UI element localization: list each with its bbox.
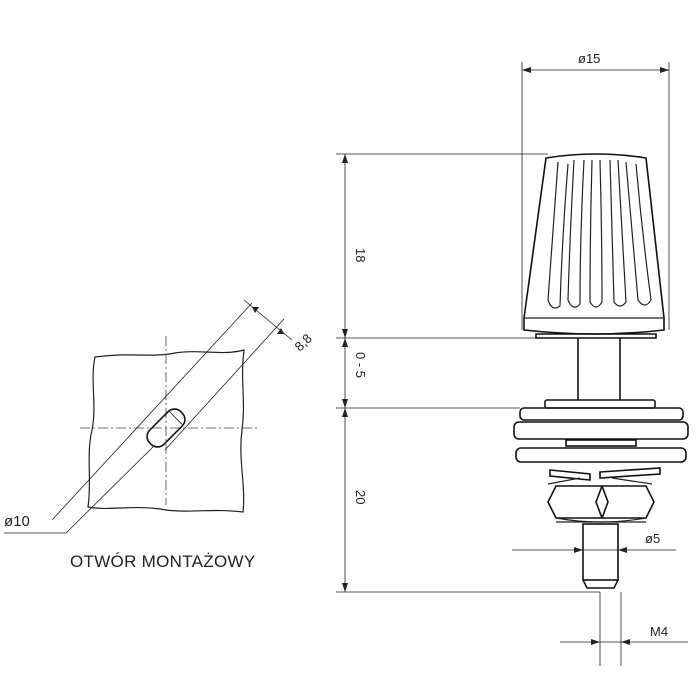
mounting-slot bbox=[146, 408, 186, 448]
hex-nut bbox=[547, 485, 655, 523]
mounting-hole-caption: OTWÓR MONTAŻOWY bbox=[70, 552, 256, 571]
hole-diameter-leader bbox=[4, 444, 156, 534]
slot-width-dimension-line bbox=[243, 299, 293, 341]
terminal-side-view: ø15 18 0 - 5 20 bbox=[336, 51, 689, 666]
slot-width-label: 8,8 bbox=[292, 331, 315, 354]
insulating-washers bbox=[513, 399, 689, 463]
threaded-stud bbox=[582, 523, 622, 666]
knurled-cap bbox=[523, 153, 665, 339]
slot-extension-line-2 bbox=[164, 318, 285, 451]
panel-outline bbox=[87, 349, 245, 513]
mounting-hole-detail: 8,8 ø10 OTWÓR MONTAŻOWY bbox=[4, 299, 315, 571]
hole-diameter-label: ø10 bbox=[4, 513, 30, 530]
terminal-stem bbox=[577, 338, 621, 400]
slot-extension-line-1 bbox=[51, 302, 253, 521]
cap-height-label: 18 bbox=[353, 248, 368, 262]
thread-size-label: M4 bbox=[650, 624, 668, 639]
body-length-label: 20 bbox=[353, 490, 368, 504]
gap-label: 0 - 5 bbox=[353, 352, 368, 378]
stud-diameter-label: ø5 bbox=[645, 531, 660, 546]
cap-diameter-label: ø15 bbox=[578, 51, 600, 66]
spring-washer bbox=[547, 467, 661, 485]
